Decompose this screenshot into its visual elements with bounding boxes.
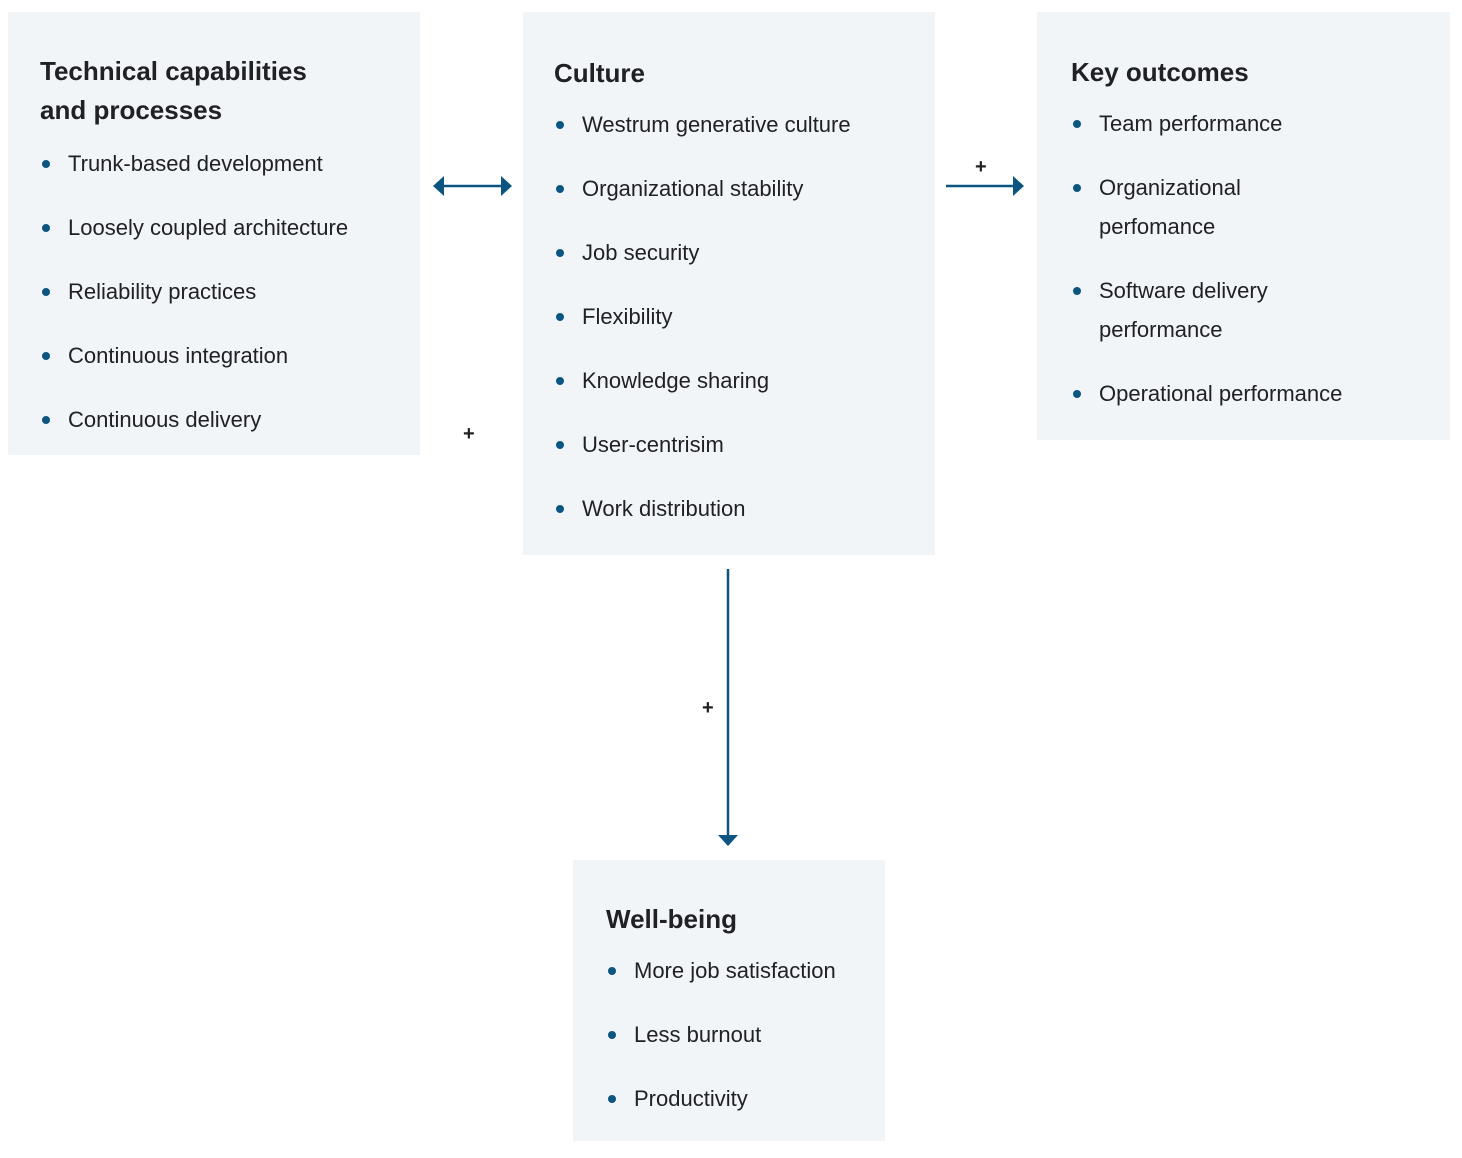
list-item: Less burnout: [606, 1015, 875, 1054]
well-being-list: More job satisfaction Less burnout Produ…: [606, 951, 875, 1118]
key-outcomes-list: Team performance Organizational perfoman…: [1071, 104, 1420, 413]
right-arrow-icon: [946, 176, 1024, 196]
tech-culture-plus-sign: +: [463, 423, 475, 445]
key-outcomes-box: Key outcomes Team performance Organizati…: [1037, 12, 1450, 440]
culture-outcomes-plus-sign: +: [975, 156, 987, 178]
list-item: Westrum generative culture: [554, 105, 915, 144]
down-arrow-icon: [718, 569, 738, 846]
list-item: Job security: [554, 233, 915, 272]
list-item: Continuous delivery: [40, 400, 390, 439]
list-item: Operational performance: [1071, 374, 1420, 413]
list-item: Team performance: [1071, 104, 1420, 143]
culture-list: Westrum generative culture Organizationa…: [554, 105, 915, 528]
technical-capabilities-list: Trunk-based development Loosely coupled …: [40, 144, 390, 439]
list-item: Work distribution: [554, 489, 915, 528]
technical-title-line2: and processes: [40, 95, 223, 125]
culture-box: Culture Westrum generative culture Organ…: [523, 12, 935, 555]
list-item: Organizational stability: [554, 169, 915, 208]
list-item: Continuous integration: [40, 336, 390, 375]
well-being-title: Well-being: [606, 904, 737, 934]
technical-title-line1: Technical capabilities: [40, 56, 307, 86]
list-item: Reliability practices: [40, 272, 390, 311]
list-item: Flexibility: [554, 297, 915, 336]
key-outcomes-title: Key outcomes: [1071, 57, 1249, 87]
culture-title: Culture: [554, 58, 645, 88]
list-item: Productivity: [606, 1079, 875, 1118]
list-item: More job satisfaction: [606, 951, 875, 990]
culture-wellbeing-plus-sign: +: [702, 697, 714, 719]
technical-capabilities-box: Technical capabilities and processes Tru…: [8, 12, 420, 455]
bidirectional-arrow-icon: [433, 176, 512, 196]
list-item: Software delivery performance: [1071, 271, 1420, 349]
technical-capabilities-title: Technical capabilities and processes: [40, 52, 390, 130]
list-item: Organizational perfomance: [1071, 168, 1420, 246]
list-item: User-centrisim: [554, 425, 915, 464]
list-item: Trunk-based development: [40, 144, 390, 183]
list-item: Knowledge sharing: [554, 361, 915, 400]
list-item: Loosely coupled architecture: [40, 208, 390, 247]
well-being-box: Well-being More job satisfaction Less bu…: [573, 860, 885, 1141]
